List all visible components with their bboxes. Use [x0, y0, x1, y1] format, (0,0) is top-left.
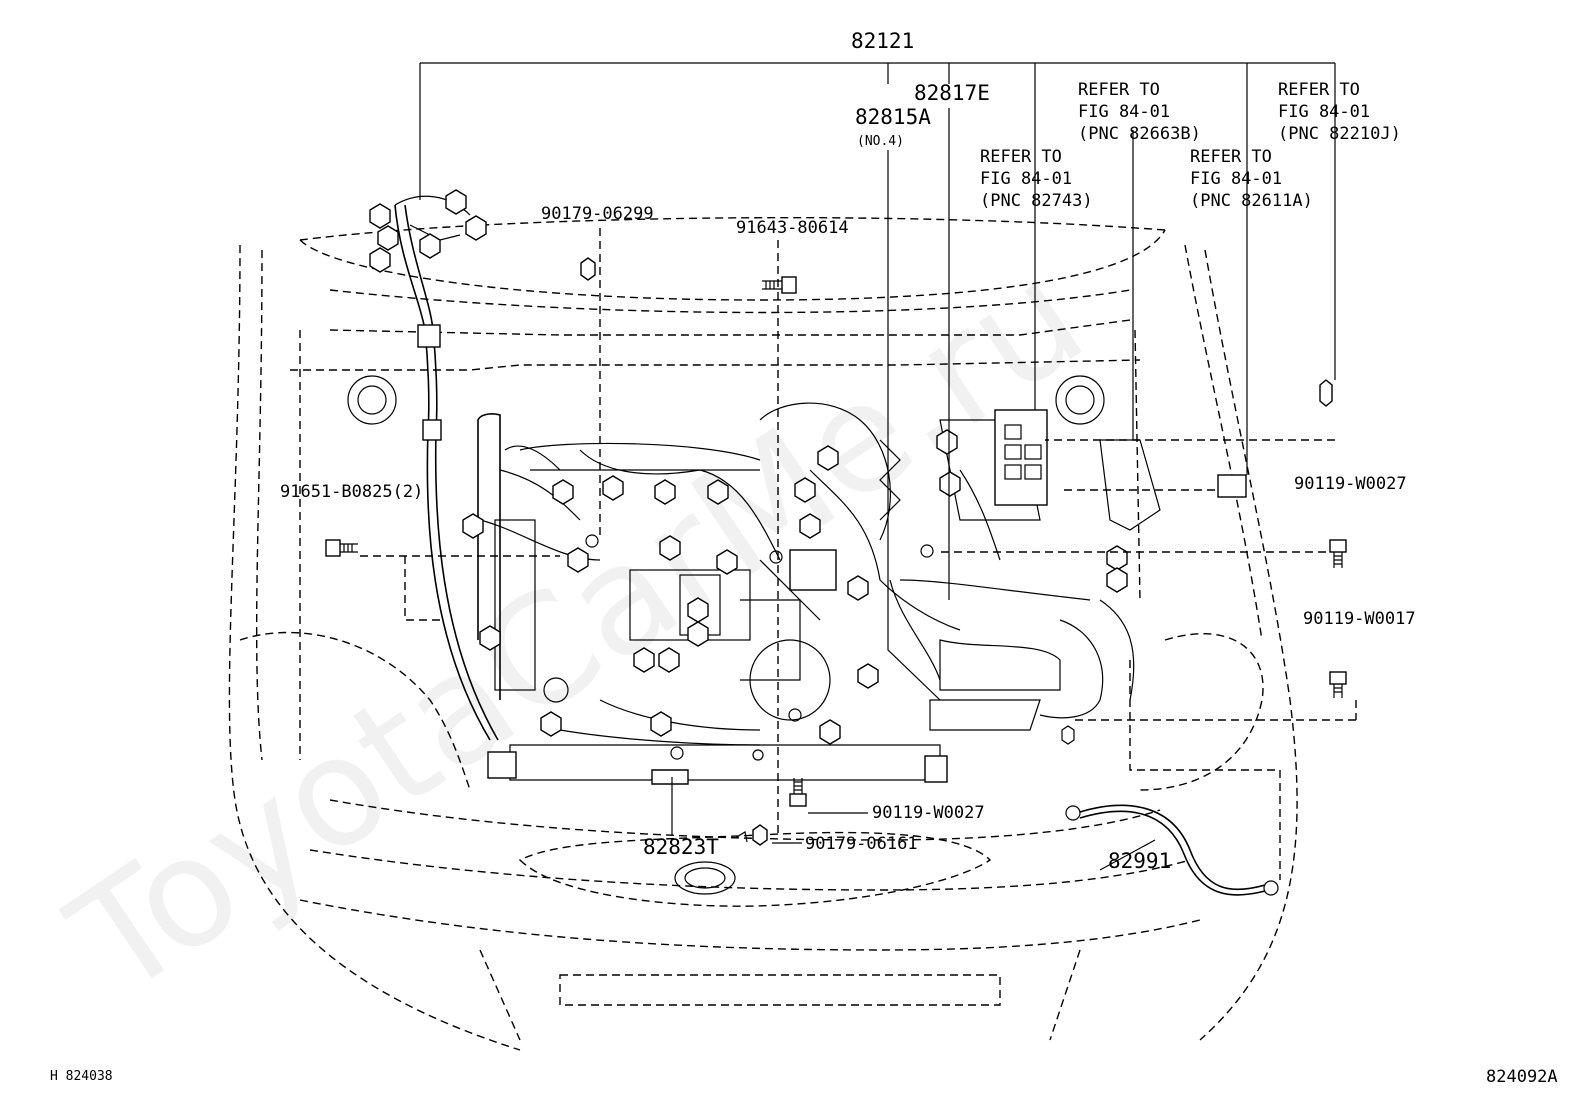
footer-left-code: H 824038: [50, 1069, 113, 1084]
bolt-icon: [762, 276, 797, 294]
refer-82210j-note: REFER TO FIG 84-01 (PNC 82210J): [1278, 80, 1401, 144]
svg-text:(PNC 82663B): (PNC 82663B): [1078, 124, 1201, 144]
svg-text:(PNC 82611A): (PNC 82611A): [1190, 191, 1313, 211]
vehicle-body-outline: [228, 216, 1298, 1051]
svg-text:(PNC 82210J): (PNC 82210J): [1278, 124, 1401, 144]
bolt-icon: [325, 539, 358, 557]
svg-text:REFER TO: REFER TO: [1078, 80, 1160, 100]
svg-text:REFER TO: REFER TO: [1190, 147, 1272, 167]
svg-text:FIG 84-01: FIG 84-01: [1190, 169, 1282, 189]
refer-82611a-note: REFER TO FIG 84-01 (PNC 82611A): [1190, 147, 1313, 211]
label-90119-w0027-right: 90119-W0027: [1294, 474, 1407, 494]
fasteners: [325, 257, 1347, 846]
watermark: ToyotaCarMe.ru: [42, 229, 1113, 1030]
leader-lines: [360, 62, 1357, 880]
svg-text:FIG 84-01: FIG 84-01: [1278, 102, 1370, 122]
label-90119-w0027-bottom: 90119-W0027: [872, 803, 985, 823]
label-91643-80614: 91643-80614: [736, 218, 849, 238]
nut-icon: [752, 824, 768, 846]
harness-connectors: [369, 189, 1128, 783]
label-82815a-note: (NO.4): [857, 134, 904, 149]
label-82121: 82121: [851, 29, 914, 53]
label-91651-b0825: 91651-B0825(2): [280, 482, 423, 502]
label-82823t: 82823T: [643, 835, 719, 859]
label-90179-06161: 90179-06161: [805, 834, 918, 854]
svg-text:FIG 84-01: FIG 84-01: [1078, 102, 1170, 122]
svg-text:FIG 84-01: FIG 84-01: [980, 169, 1072, 189]
label-90179-06299: 90179-06299: [541, 204, 654, 224]
nut-icon: [580, 257, 596, 281]
part-labels: 82121 82817E 82815A (NO.4) REFER TO FIG …: [50, 29, 1558, 1087]
svg-text:(PNC 82743): (PNC 82743): [980, 191, 1093, 211]
label-82815a: 82815A: [855, 105, 931, 129]
svg-text:REFER TO: REFER TO: [1278, 80, 1360, 100]
label-82817e: 82817E: [914, 81, 990, 105]
ground-cable-82991: [1065, 804, 1279, 896]
label-90119-w0017: 90119-W0017: [1303, 609, 1416, 629]
label-82991: 82991: [1108, 849, 1171, 873]
refer-82743-note: REFER TO FIG 84-01 (PNC 82743): [980, 147, 1093, 211]
svg-text:REFER TO: REFER TO: [980, 147, 1062, 167]
bolt-icon: [789, 778, 807, 807]
refer-82663b-note: REFER TO FIG 84-01 (PNC 82663B): [1078, 80, 1201, 144]
wire-harness-82121: [394, 195, 1135, 746]
bolt-icon: [1329, 671, 1347, 698]
footer-right-code: 824092A: [1486, 1067, 1558, 1087]
bolt-icon: [1329, 539, 1347, 568]
